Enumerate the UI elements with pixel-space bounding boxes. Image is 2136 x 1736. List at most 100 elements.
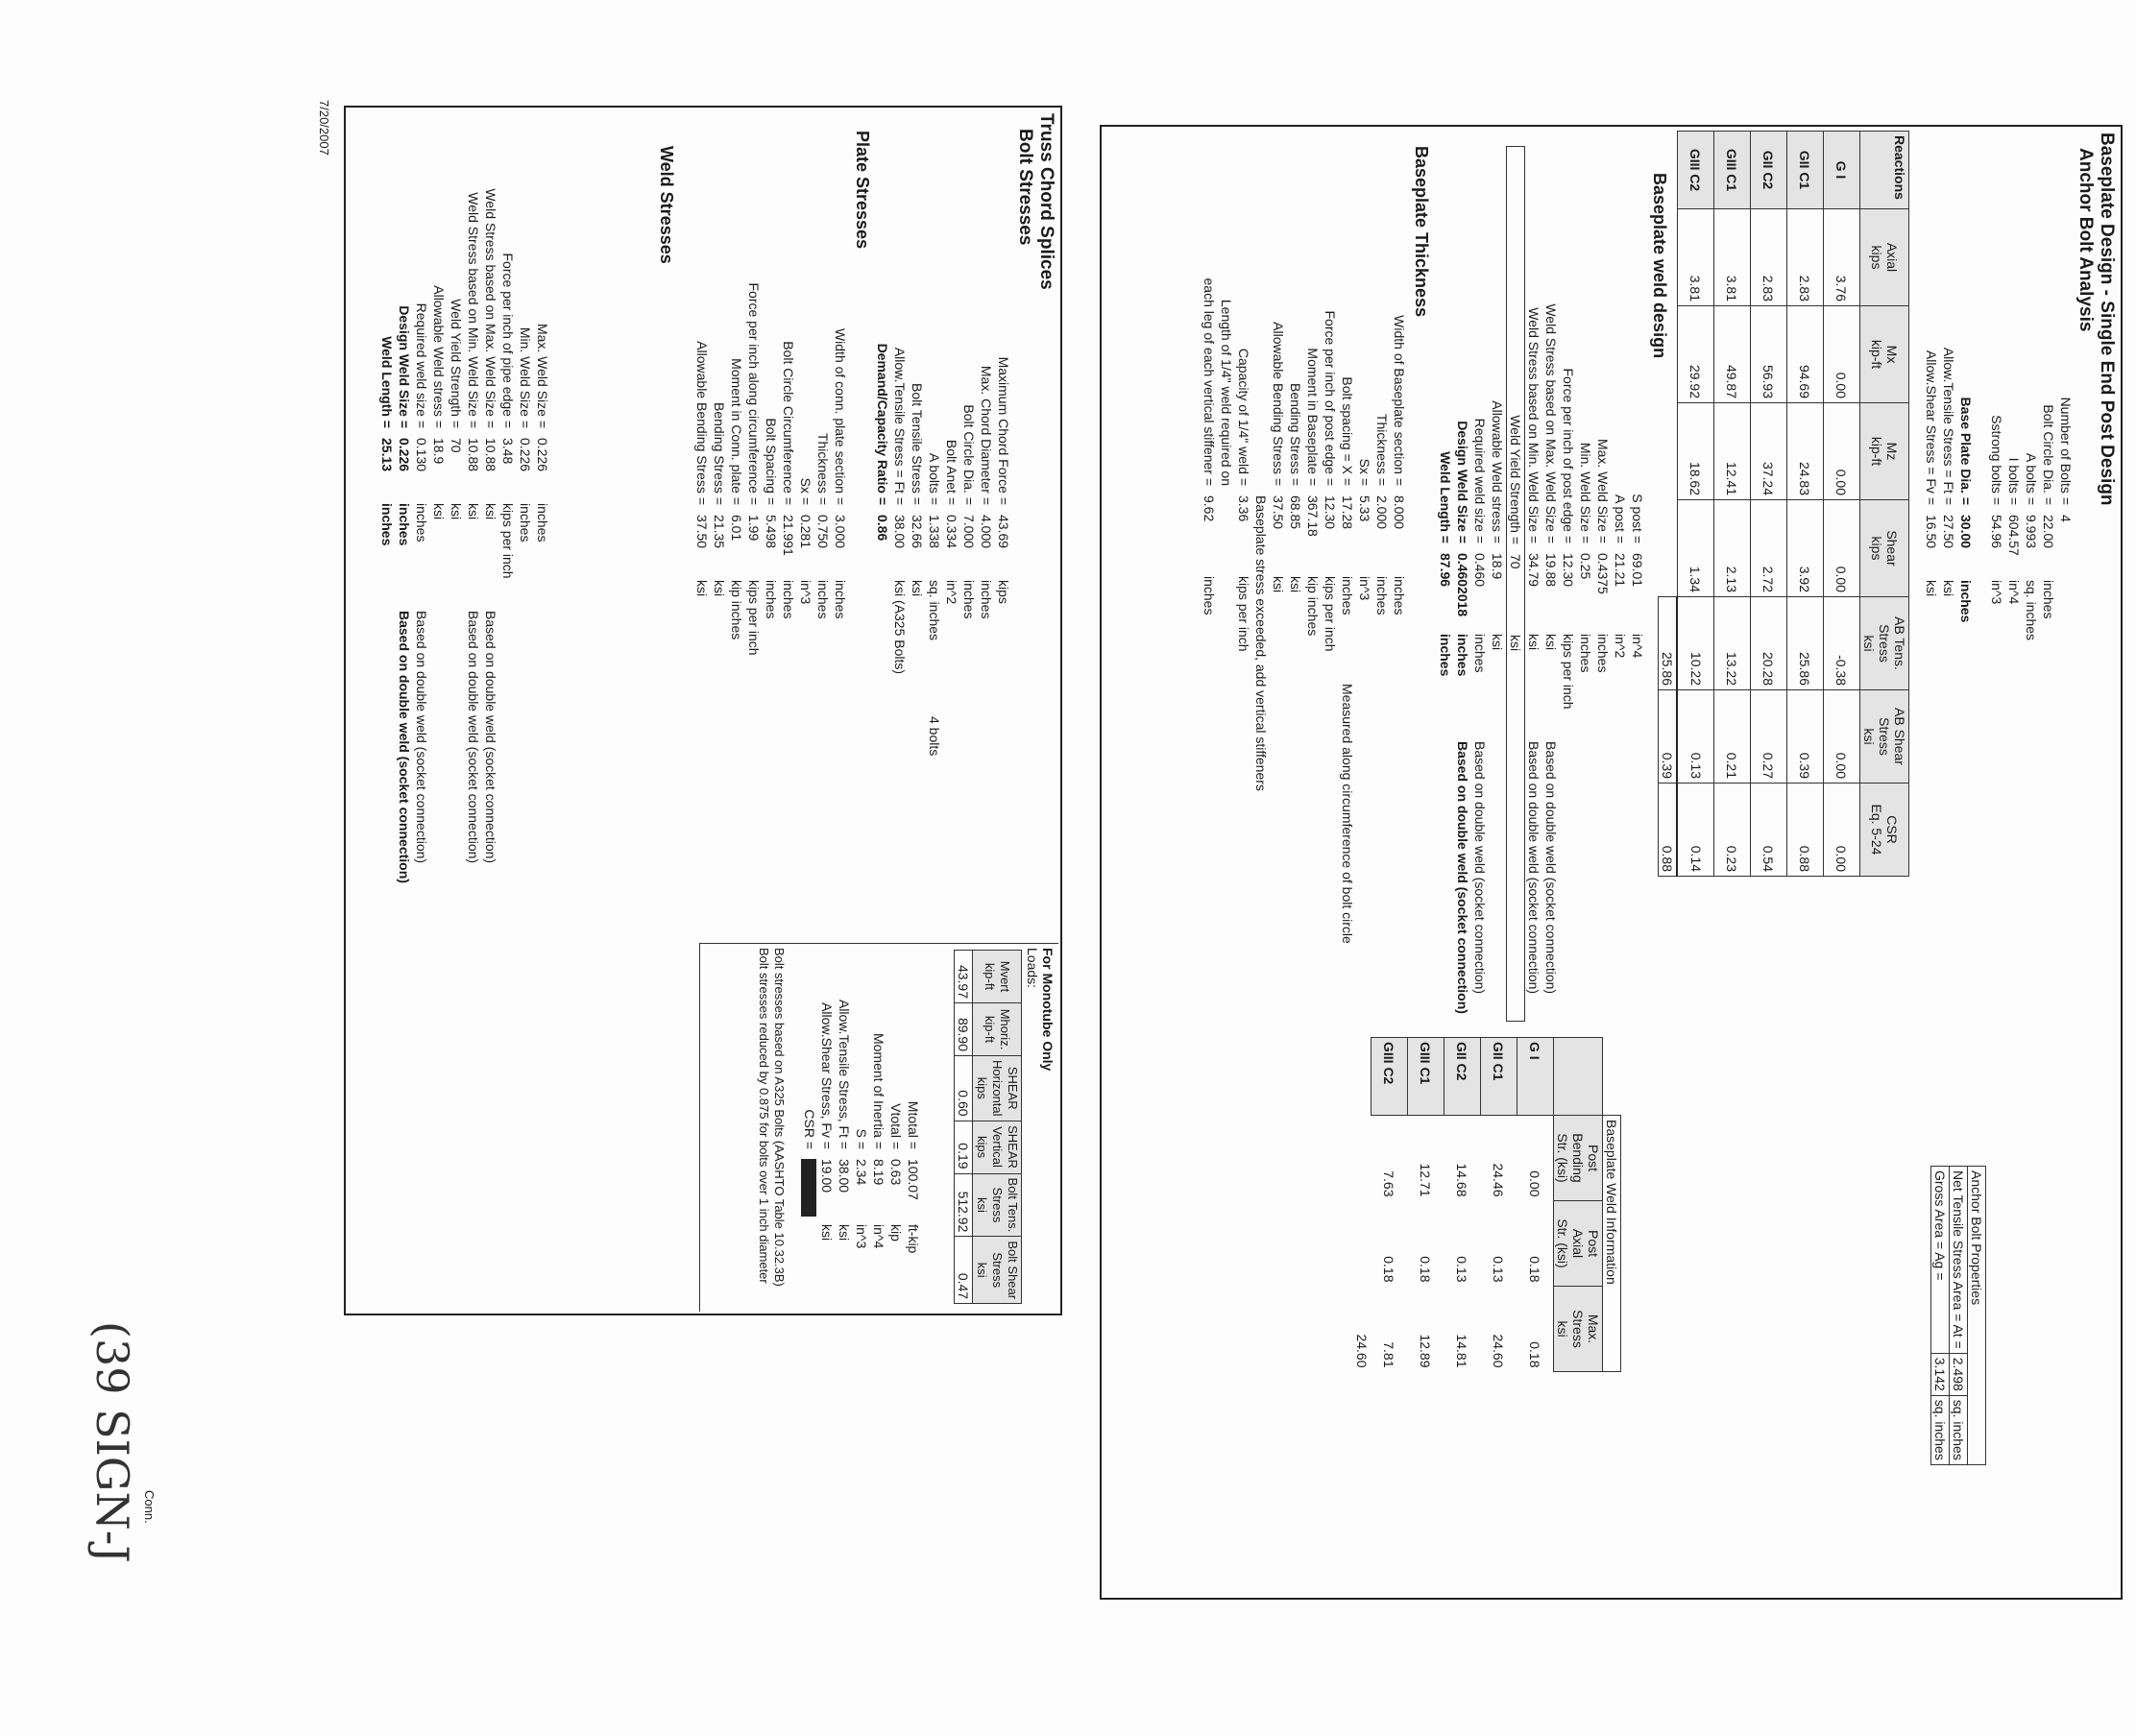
table-cell: 3.81 [1713, 208, 1751, 306]
header-line: Mx [1884, 345, 1900, 364]
row-value: 9.993 [2024, 515, 2039, 549]
row-label: A bolts = [927, 452, 942, 505]
row-unit: inches [1472, 634, 1488, 673]
row-value: 87.96 [1438, 553, 1453, 588]
row-label: Allowable Bending Stress = [694, 341, 710, 505]
value-row: Baseplate stress exceeded, add vertical … [1252, 127, 1270, 1001]
row-value: 21.35 [712, 515, 727, 549]
table-cell: 3.76 [1823, 208, 1860, 306]
row-note [1391, 674, 1408, 1001]
row-unit: in^4 [2006, 580, 2022, 605]
row-note [534, 601, 551, 889]
row-name: GIII C1 [1407, 1037, 1444, 1116]
row-label: Allow.Tensile Stress = Ft = [892, 347, 908, 505]
row-label: Force per inch of pipe edge = [500, 253, 516, 428]
header-line: ksi [1861, 728, 1877, 745]
header-line: Horizontal [990, 1060, 1005, 1117]
row-label: Max. Chord Diameter = [979, 365, 994, 505]
baseplate-thickness-title: Baseplate Thickness [1412, 146, 1431, 318]
row-label: Demand/Capacity Ratio = [875, 343, 890, 505]
row-extra [943, 707, 960, 803]
max-cell: 0.88 [1659, 783, 1678, 877]
row-note [1322, 674, 1339, 1001]
weld-stresses-title: Weld Stresses [657, 146, 676, 264]
table-cell: 0.18 [1418, 1256, 1434, 1283]
props-value: 2.498 [1949, 1353, 1968, 1396]
row-label: Max. Weld Size = [1595, 438, 1611, 543]
row-unit: ksi [1924, 580, 1939, 597]
row-label: Allow.Tensile Stress = Ft = [1941, 347, 1956, 505]
max-cell: 0.39 [1659, 689, 1678, 784]
row-value: 54.96 [1989, 515, 2004, 549]
row-note [1507, 733, 1524, 1021]
blank-cell [1354, 1201, 1371, 1287]
value-row: each leg of each vertical stiffener =9.6… [1201, 127, 1218, 1001]
row-value: 0.226 [535, 438, 550, 472]
row-note [1304, 674, 1322, 1001]
row-unit: ksi [449, 503, 464, 520]
header-line: Mz [1884, 442, 1900, 461]
row-value: 37.50 [694, 515, 710, 549]
table-cell: 18.62 [1677, 402, 1714, 500]
table-cell: 0.18 [1381, 1256, 1397, 1283]
table-cell: 14.81 [1454, 1334, 1470, 1368]
row-label: Design Weld Size = [1455, 421, 1470, 543]
row-label: Weld Yield Strength = [1508, 415, 1523, 544]
row-value: 0.281 [798, 515, 813, 549]
props-unit: sq. inches [1949, 1395, 1968, 1465]
row-unit: ksi [712, 580, 727, 597]
header-line: AB Tens. [1892, 616, 1907, 670]
row-label: Bolt Circle Circumference = [781, 341, 796, 505]
row-label: Bolt Tensile Stress = [910, 383, 925, 505]
table-cell: 0.39 [1786, 689, 1824, 784]
row-value: 21.21 [1613, 553, 1628, 588]
header-line: Axial [1884, 242, 1900, 273]
row-value: 3.36 [1236, 495, 1251, 522]
row-unit: kips per inch [1236, 576, 1251, 652]
row-label: Moment in Conn. plate = [729, 358, 744, 505]
row-value: 2.34 [854, 1159, 869, 1186]
row-label: Required weld size = [1472, 418, 1488, 543]
row-unit: kips per inch [1561, 634, 1576, 710]
row-label: Force per inch of post edge = [1323, 310, 1338, 487]
header-line: Shear [1884, 530, 1900, 567]
header-line: ksi [1861, 635, 1877, 652]
row-unit: ksi [837, 1224, 852, 1242]
table-cell: 94.69 [1786, 305, 1824, 403]
table-cell: 0.18 [1527, 1256, 1543, 1283]
row-label: Number of Bolts = [2058, 397, 2074, 505]
row-unit: in^3 [854, 1224, 869, 1249]
row-value: 10.88 [483, 438, 498, 472]
mono-header: Mhoriz.kip-ft [972, 1002, 1022, 1056]
table-cell: 49.87 [1713, 305, 1751, 403]
value-row: Number of Bolts = 4 [2057, 271, 2075, 678]
table-cell: 0.18 [1527, 1341, 1543, 1368]
row-unit: ksi [466, 503, 481, 520]
row-unit: inches [1202, 576, 1217, 615]
row-label: Base Plate Dia. = [1958, 397, 1974, 505]
row-label: Sx = [798, 477, 813, 505]
row-value: 4 [2058, 515, 2074, 522]
row-label: Weld Stress based on Max. Weld Size = [1543, 303, 1559, 543]
table-cell: 20.28 [1750, 596, 1787, 690]
row-value: 68.85 [1288, 495, 1303, 530]
table-cell: 0.54 [1750, 783, 1787, 877]
